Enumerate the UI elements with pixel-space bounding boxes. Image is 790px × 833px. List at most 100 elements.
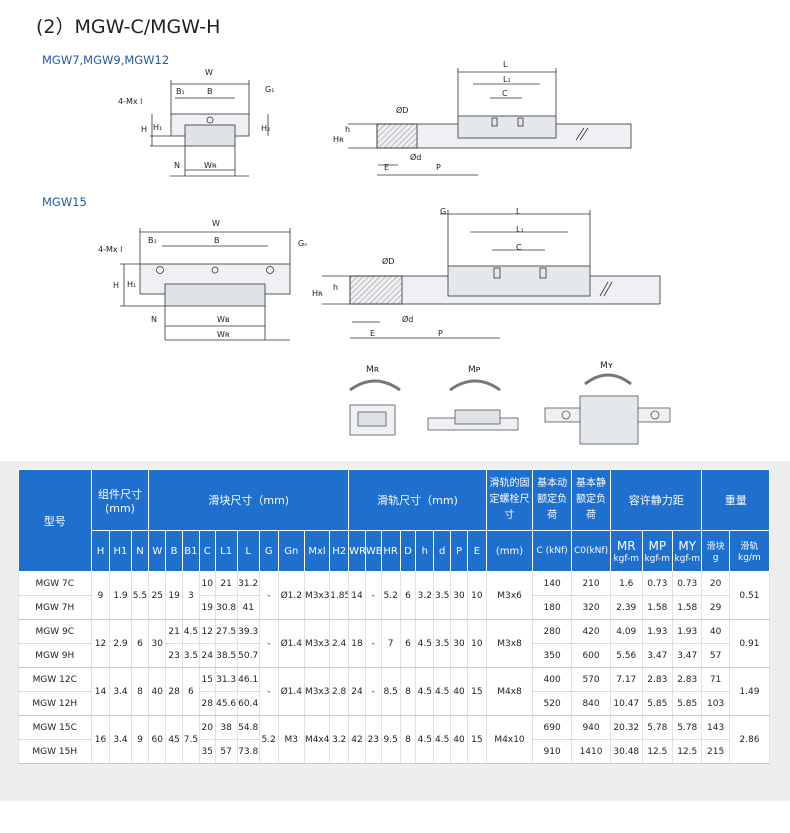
page-title: (2）MGW-C/MGW-H [36, 16, 221, 38]
cell-H1: 3.4 [109, 667, 132, 716]
svg-text:H₂: H₂ [261, 124, 270, 133]
cell-Mxl: M3x3.6 [303, 667, 331, 716]
cell-P: 30 [450, 571, 468, 620]
cell-mr: 10.47 [609, 691, 643, 716]
svg-text:L₁: L₁ [503, 75, 511, 84]
cell-weight-rail: 0.91 [728, 619, 771, 668]
cell-model: MGW 7C [18, 571, 92, 596]
cell-L: 39.3 [236, 619, 260, 644]
cell-model: MGW 9H [18, 643, 92, 668]
cell-model: MGW 12H [18, 691, 92, 716]
th-E: E [466, 530, 487, 572]
cell-H2: 2.8 [329, 667, 350, 716]
cell-static-load: 570 [571, 667, 611, 692]
cell-P: 40 [450, 715, 468, 764]
th-HR: HR [380, 530, 401, 572]
cell-HR: 7 [380, 619, 401, 668]
th-assembly: 组件尺寸(mm) [90, 469, 150, 531]
th-model: 型号 [18, 469, 92, 572]
svg-text:Wʙ: Wʙ [217, 315, 230, 324]
th-d: d [433, 530, 452, 572]
cell-C: 24 [198, 643, 216, 668]
section-label-mgw7-12: MGW7,MGW9,MGW12 [42, 53, 170, 67]
th-h: h [415, 530, 435, 572]
cell-d: 4.5 [433, 667, 452, 716]
th-bolt-unit: (mm) [485, 530, 534, 572]
th-W: W [148, 530, 167, 572]
cell-dynamic-load: 350 [532, 643, 573, 668]
svg-text:G: G [440, 207, 446, 216]
cell-mr: 20.32 [609, 715, 643, 740]
cell-d: 3.5 [433, 571, 452, 620]
cell-weight-rail: 2.86 [728, 715, 771, 764]
cell-mr: 2.39 [609, 595, 643, 620]
cell-model: MGW 7H [18, 595, 92, 620]
cell-C: 20 [198, 715, 216, 740]
cell-L1: 27.5 [214, 619, 238, 644]
side-view-small [348, 68, 632, 176]
cell-B: 19 [165, 571, 183, 620]
cell-L: 46.1 [236, 667, 260, 692]
cell-weight-block: 57 [701, 643, 730, 668]
svg-text:N: N [174, 161, 180, 170]
cell-D: 8 [399, 715, 417, 764]
cell-my: 3.47 [672, 643, 703, 668]
cell-weight-block: 215 [701, 739, 730, 764]
th-block: 滑块尺寸（mm) [148, 469, 350, 531]
svg-text:H: H [113, 281, 119, 290]
label-mp: Mᴘ [468, 365, 481, 375]
cell-B1: 6 [182, 667, 200, 716]
th-bolt: 滑轨的固定螺栓尺寸 [485, 469, 534, 531]
svg-text:N: N [151, 315, 157, 324]
svg-text:ØD: ØD [382, 256, 394, 266]
cell-dynamic-load: 910 [532, 739, 573, 764]
front-view-mgw15-labels: W B₁ B Gₙ 4-Mx l H H₁ N Wʙ Wʀ [98, 219, 307, 339]
th-D: D [399, 530, 417, 572]
svg-text:Hʀ: Hʀ [333, 135, 344, 144]
cell-Gn: Ø1.4 [277, 667, 305, 716]
cell-HR: 9.5 [380, 715, 401, 764]
cell-model: MGW 9C [18, 619, 92, 644]
spec-table: 型号 组件尺寸(mm) 滑块尺寸（mm) 滑轨尺寸（mm) 滑轨的固定螺栓尺寸 … [18, 469, 771, 764]
cell-H2: 2.4 [329, 619, 350, 668]
cell-B1: 3 [182, 571, 200, 620]
th-L1: L1 [214, 530, 238, 572]
cell-W: 30 [148, 619, 167, 668]
cell-C: 15 [198, 667, 216, 692]
th-static-load: 基本静额定负荷 [571, 469, 611, 531]
cell-P: 40 [450, 667, 468, 716]
cell-dynamic-load: 520 [532, 691, 573, 716]
th-weight: 重量 [701, 469, 770, 531]
section-label-mgw15: MGW15 [42, 195, 87, 209]
cell-L1: 38.5 [214, 643, 238, 668]
th-L: L [236, 530, 260, 572]
cell-C: 19 [198, 595, 216, 620]
th-H1: H1 [109, 530, 132, 572]
svg-text:B₁: B₁ [176, 87, 185, 96]
svg-text:P: P [436, 163, 441, 172]
cell-E: 10 [466, 571, 487, 620]
cell-mp: 1.58 [641, 595, 674, 620]
cell-HR: 5.2 [380, 571, 401, 620]
cell-C: 28 [198, 691, 216, 716]
front-view-small-labels: W B₁ B G₁ 4-Mx l H H₁ H₂ N Wʀ [118, 68, 274, 170]
th-dynamic-load: 基本动额定负荷 [532, 469, 573, 531]
cell-N: 6 [130, 619, 150, 668]
cell-H: 16 [90, 715, 111, 764]
cell-weight-block: 143 [701, 715, 730, 740]
th-stat-unit: C0(kNf) [571, 530, 611, 572]
cell-h: 3.2 [415, 571, 435, 620]
svg-text:W: W [212, 219, 220, 228]
cell-Gn: M3 [277, 715, 305, 764]
th-P: P [450, 530, 468, 572]
cell-HR: 8.5 [380, 667, 401, 716]
side-view-mgw15-labels: G L L₁ C ØD h Hʀ Ød E P [312, 207, 524, 338]
svg-text:Wʀ: Wʀ [204, 161, 217, 170]
